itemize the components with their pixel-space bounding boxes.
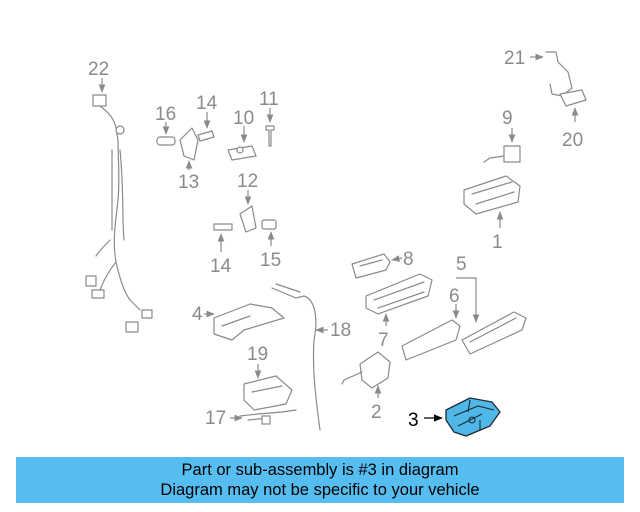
banner-line-1: Part or sub-assembly is #3 in diagram	[181, 461, 459, 479]
part-2-lock-actuator	[359, 351, 391, 389]
callout-7: 7	[378, 330, 389, 351]
callout-14-upper: 14	[196, 93, 218, 114]
callout-8: 8	[403, 249, 414, 270]
part-14-screw-upper	[197, 130, 215, 142]
banner-line-2: Diagram may not be specific to your vehi…	[160, 481, 480, 499]
part-3-highlighted[interactable]	[445, 397, 501, 437]
part-1-lamp-housing	[463, 175, 521, 215]
part-13-bracket	[179, 127, 199, 161]
part-20-clip	[559, 89, 587, 107]
info-banner: Part or sub-assembly is #3 in diagram Di…	[16, 457, 624, 503]
callout-4: 4	[192, 304, 203, 325]
part-5-lens-assembly	[461, 311, 527, 355]
part-21-bracket	[545, 51, 573, 97]
callout-21: 21	[504, 48, 525, 69]
part-8-bezel	[351, 253, 391, 279]
part-18-cable	[271, 287, 321, 431]
part-22-wiring-harness	[85, 94, 153, 333]
part-11-bolt	[265, 125, 275, 147]
part-7-lamp	[365, 273, 433, 315]
part-19-bracket	[243, 375, 293, 411]
part-14-screw-lower	[213, 223, 233, 231]
part-10-clip	[227, 145, 257, 161]
callout-20: 20	[562, 130, 583, 151]
callout-11: 11	[259, 89, 279, 110]
callout-2: 2	[371, 402, 382, 423]
callout-22: 22	[88, 59, 109, 80]
callout-5: 5	[456, 254, 467, 275]
callout-14-lower: 14	[210, 256, 232, 277]
callout-16: 16	[155, 104, 176, 125]
part-9-switch	[503, 145, 521, 163]
part-4-bracket	[213, 303, 285, 341]
callout-18: 18	[330, 320, 351, 341]
part-16-plug	[156, 136, 176, 146]
callout-9: 9	[502, 108, 513, 129]
callout-10: 10	[233, 108, 254, 129]
callout-1: 1	[492, 232, 503, 253]
part-6-lens	[401, 319, 461, 361]
callout-3[interactable]: 3	[408, 410, 419, 431]
callout-13: 13	[178, 172, 199, 193]
callout-19: 19	[247, 344, 268, 365]
callout-6: 6	[449, 286, 460, 307]
part-15-plug	[261, 219, 277, 230]
callout-17: 17	[205, 408, 226, 429]
callout-15: 15	[260, 250, 281, 271]
part-12-bracket	[239, 205, 257, 233]
callout-12: 12	[237, 171, 258, 192]
exploded-parts-diagram: 22 16 14 13 10 11 12 14 15	[85, 48, 587, 437]
